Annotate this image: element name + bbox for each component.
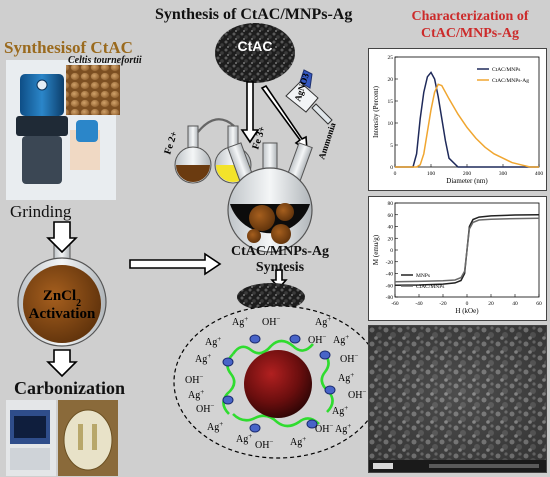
fe2-flask xyxy=(174,125,212,184)
activation-label-2: Activation xyxy=(29,306,96,322)
ag-particles xyxy=(222,334,336,433)
ion-oh: OH− xyxy=(255,438,273,451)
x-tick-label: 40 xyxy=(512,301,518,307)
ion-oh: OH− xyxy=(262,315,280,328)
x-tick-label: -20 xyxy=(439,301,447,307)
reaction-flask xyxy=(227,142,313,253)
y-tick-label: -80 xyxy=(386,295,394,301)
y-tick-label: 20 xyxy=(388,236,394,242)
synthesis-label: CtAC/MNPs-Ag Syntesis xyxy=(231,244,329,275)
sem-image xyxy=(369,326,546,472)
grinder-photo xyxy=(6,60,116,200)
ion-ag: Ag+ xyxy=(188,388,204,401)
ion-oh: OH− xyxy=(196,402,214,415)
x-tick-label: -40 xyxy=(415,301,423,307)
carbonization-label: Carbonization xyxy=(14,378,126,398)
product-powder xyxy=(237,283,305,311)
x-axis-label: H (kOe) xyxy=(455,307,479,315)
y-tick-label: 40 xyxy=(388,225,394,231)
x-tick-label: 100 xyxy=(427,171,436,177)
x-tick-label: 300 xyxy=(499,171,508,177)
ion-ag: Ag+ xyxy=(236,432,252,445)
y-tick-label: 25 xyxy=(388,55,394,61)
ion-labels: Ag+ OH− Ag+ Ag+ OH− Ag+ Ag+ OH− OH− Ag+ … xyxy=(185,315,366,451)
y-tick-label: 60 xyxy=(388,213,394,219)
y-tick-label: -20 xyxy=(386,260,394,266)
ion-oh: OH− xyxy=(348,388,366,401)
legend-label: CtAC/MNPs xyxy=(416,284,444,290)
series-line-1 xyxy=(395,71,539,168)
y-tick-label: -60 xyxy=(386,283,394,289)
y-axis-label: Intensity (Percent) xyxy=(372,85,380,138)
ion-oh: OH− xyxy=(340,352,358,365)
legend-label: CtAC/MNPs-Ag xyxy=(492,78,529,84)
ctac-label: CtAC xyxy=(237,38,273,54)
magnetic-core xyxy=(244,350,312,418)
ion-ag: Ag+ xyxy=(195,352,211,365)
dropper-bottle xyxy=(285,69,333,125)
ion-ag: Ag+ xyxy=(333,333,349,346)
y-axis-label: M (emu/g) xyxy=(372,234,380,265)
y-tick-label: 0 xyxy=(390,165,393,171)
ion-oh: OH− xyxy=(308,333,326,346)
x-tick-label: 200 xyxy=(463,171,472,177)
x-tick-label: 20 xyxy=(488,301,494,307)
x-axis-label: Diameter (nm) xyxy=(446,177,488,185)
ion-ag: Ag+ xyxy=(207,420,223,433)
furnace-photo xyxy=(6,400,56,476)
series-line-2 xyxy=(394,217,540,283)
sem-image-panel xyxy=(368,325,547,473)
series-line-2 xyxy=(395,83,539,168)
x-tick-label: 60 xyxy=(536,301,542,307)
legend-label: CtAC/MNPs xyxy=(492,67,520,73)
right-title: Characterization of CtAC/MNPs-Ag xyxy=(411,9,529,41)
main-title: Synthesis of CtAC/MNPs-Ag xyxy=(155,6,353,23)
y-tick-label: 20 xyxy=(388,77,394,83)
left-title: Synthesisof CtAC xyxy=(4,38,133,57)
oven-photo xyxy=(58,400,118,476)
ctac-powder-image xyxy=(215,23,295,83)
grinding-label: Grinding xyxy=(10,202,72,221)
y-tick-label: 15 xyxy=(388,99,394,105)
y-tick-label: 80 xyxy=(388,201,394,207)
y-tick-label: 0 xyxy=(390,248,393,254)
x-tick-label: 0 xyxy=(466,301,469,307)
ion-ag: Ag+ xyxy=(232,315,248,328)
ion-ag: Ag+ xyxy=(205,335,221,348)
seeds-photo xyxy=(66,65,120,115)
ion-ag: Ag+ xyxy=(335,422,351,435)
ion-oh: OH− xyxy=(185,373,203,386)
x-tick-label: 400 xyxy=(535,171,544,177)
legend-label: MNPs xyxy=(416,273,430,279)
polymer-shell xyxy=(222,339,334,428)
ion-ag: Ag+ xyxy=(315,315,331,328)
y-tick-label: 10 xyxy=(388,121,394,127)
process-arrows xyxy=(46,81,308,378)
ion-oh: OH− xyxy=(315,422,333,435)
ion-ag: Ag+ xyxy=(290,435,306,448)
x-tick-label: -60 xyxy=(391,301,399,307)
x-tick-label: 0 xyxy=(394,171,397,177)
ion-ag: Ag+ xyxy=(332,404,348,417)
activation-label: ZnCl2 xyxy=(43,288,81,309)
ion-ag: Ag+ xyxy=(338,371,354,384)
plant-name: Celtis tournefortii xyxy=(68,55,142,66)
fe2-label: Fe 2+ xyxy=(162,130,180,156)
y-tick-label: -40 xyxy=(386,272,394,278)
y-tick-label: 5 xyxy=(390,143,393,149)
ammonia-label: Ammonia xyxy=(316,121,337,161)
